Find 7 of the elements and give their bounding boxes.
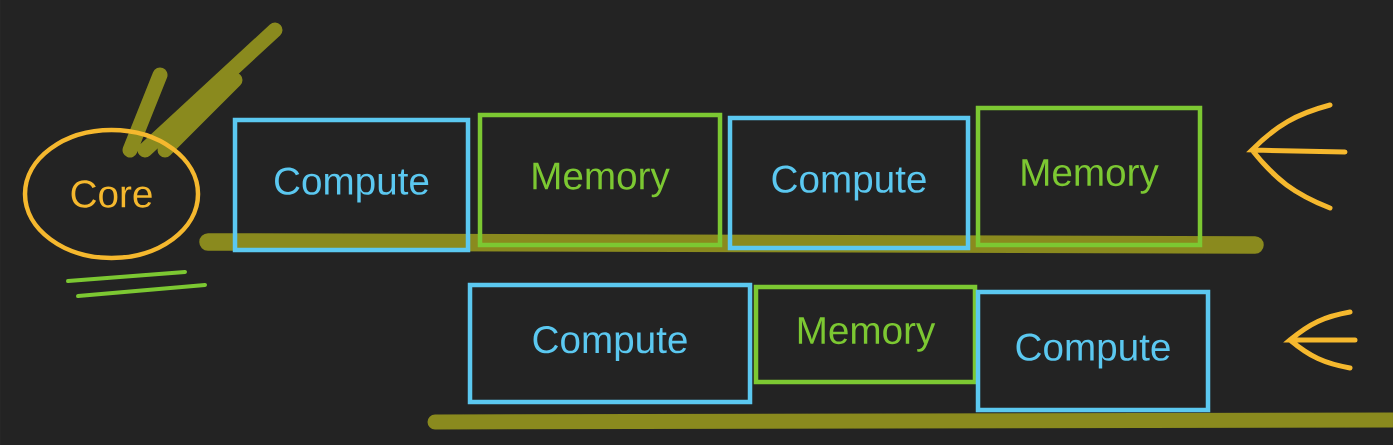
labelled-box: Compute xyxy=(975,289,1211,413)
labelled-box: Memory xyxy=(477,112,723,248)
labelled-box: Memory xyxy=(975,105,1203,248)
labelled-box: Compute xyxy=(727,115,971,251)
labelled-box: Memory xyxy=(753,284,978,385)
labelled-box: Compute xyxy=(232,117,471,253)
labelled-box: Compute xyxy=(467,282,753,405)
